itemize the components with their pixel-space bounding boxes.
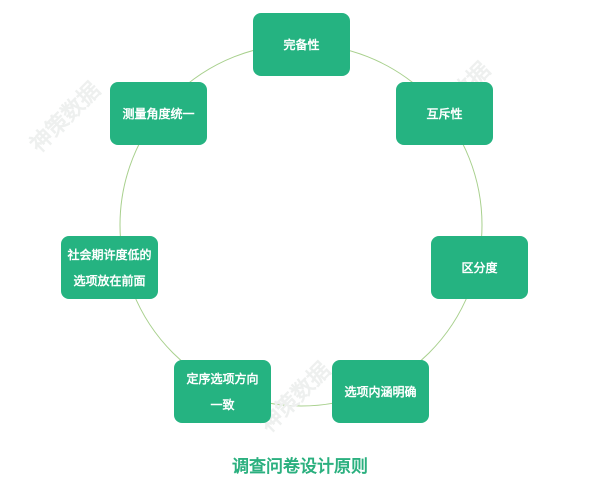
node-social-desirability: 社会期许度低的选项放在前面 — [61, 236, 158, 299]
node-completeness: 完备性 — [253, 13, 350, 76]
node-discrimination: 区分度 — [431, 236, 528, 299]
node-consistent-angle: 测量角度统一 — [110, 82, 207, 145]
node-label: 选项内涵明确 — [344, 384, 417, 399]
node-label: 完备性 — [283, 37, 320, 52]
node-label: 一致 — [210, 397, 235, 412]
node-exclusivity: 互斥性 — [396, 82, 493, 145]
node-ordinal-direction: 定序选项方向一致 — [174, 360, 271, 423]
diagram-title: 调查问卷设计原则 — [232, 457, 368, 477]
node-label: 定序选项方向 — [186, 371, 259, 386]
node-label: 测量角度统一 — [122, 106, 195, 121]
node-label: 选项放在前面 — [73, 273, 146, 288]
node-label: 社会期许度低的 — [67, 247, 152, 262]
node-clear-meaning: 选项内涵明确 — [332, 360, 429, 423]
node-label: 区分度 — [461, 260, 498, 275]
node-label: 互斥性 — [426, 106, 463, 121]
